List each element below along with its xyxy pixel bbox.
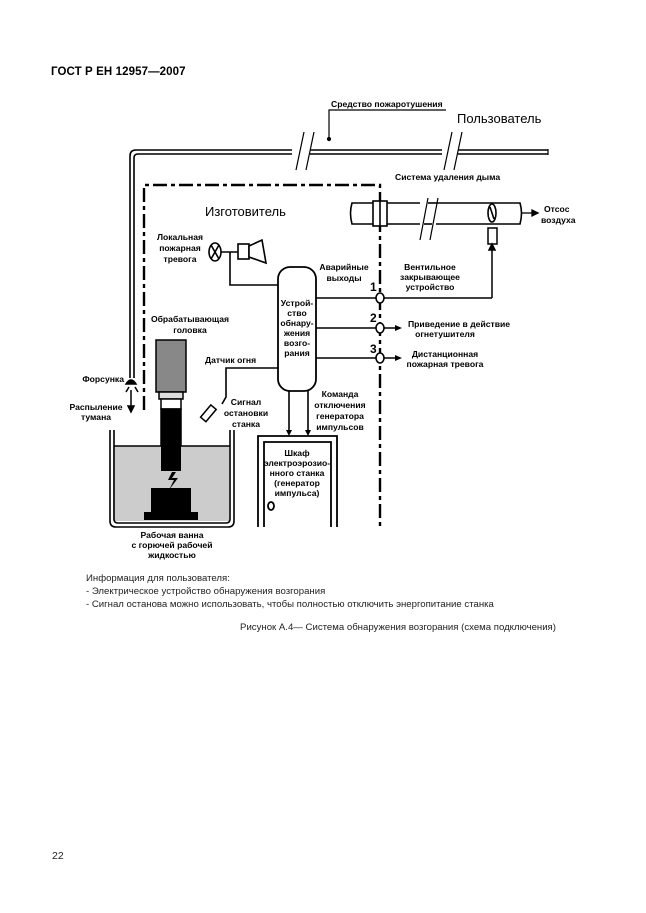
processing-head-label-2: головка xyxy=(173,325,207,335)
processing-head-label-1: Обрабатывающая xyxy=(151,314,229,324)
nozzle-icon xyxy=(124,379,139,414)
cabinet-connection-arrows xyxy=(286,430,311,436)
emergency-outputs-label-2: выходы xyxy=(326,273,361,283)
output-number-1: 1 xyxy=(370,280,377,294)
actuate-extinguisher-label-1: Приведение в действие xyxy=(408,319,510,329)
stop-signal-label-1: Сигнал xyxy=(231,397,262,407)
work-tank-label-3: жидкостью xyxy=(147,550,196,560)
detector-label-5: возго- xyxy=(284,338,310,348)
user-zone-label: Пользователь xyxy=(457,111,542,126)
edm-cabinet xyxy=(257,435,338,527)
nozzle-label: Форсунка xyxy=(82,374,124,384)
detector-label-3: обнару- xyxy=(280,318,313,328)
notes-item: - Сигнал останова можно использовать, чт… xyxy=(86,598,494,610)
extinguishing-agent-label: Средство пожаротушения xyxy=(331,99,443,109)
duct-break-marks xyxy=(419,197,439,241)
fire-sensor-icon xyxy=(199,403,218,423)
user-information-notes: Информация для пользователя: - Электриче… xyxy=(86,573,494,611)
manufacturer-zone-label: Изготовитель xyxy=(205,204,286,219)
valve-device-label-1: Вентильное xyxy=(404,262,456,272)
edm-cabinet-label-5: импульса) xyxy=(275,488,320,498)
output-number-2: 2 xyxy=(370,311,377,325)
detector-connections xyxy=(221,367,278,405)
mist-spray-label-1: Распыление xyxy=(69,402,122,412)
valve-device-label-2: закрывающее xyxy=(400,272,460,282)
detector-label-4: жения xyxy=(283,328,310,338)
stop-signal-label-3: станка xyxy=(232,419,260,429)
cabinet-connections xyxy=(288,391,309,432)
pulse-shutdown-label-3: генератора xyxy=(316,411,364,421)
pulse-shutdown-label-2: отключения xyxy=(314,400,365,410)
air-exhaust-arrow xyxy=(522,208,540,218)
local-alarm-label-3: тревога xyxy=(163,254,196,264)
remote-alarm-label-2: пожарная тревога xyxy=(407,359,484,369)
work-tank xyxy=(109,430,235,528)
edm-cabinet-label-4: (генератор xyxy=(274,478,320,488)
edm-cabinet-label-3: нного станка xyxy=(270,468,325,478)
extinguishing-pipe xyxy=(129,149,549,378)
local-alarm-icon xyxy=(208,238,278,286)
smoke-removal-label: Система удаления дыма xyxy=(395,172,500,182)
local-alarm-label-2: пожарная xyxy=(159,243,201,253)
emergency-outputs-label-1: Аварийные xyxy=(319,262,369,272)
valve-actuator xyxy=(487,227,498,298)
detector-label-6: рания xyxy=(284,348,310,358)
remote-alarm-label-1: Дистанционная xyxy=(412,349,478,359)
figure-caption: Рисунок А.4— Система обнаружения возгора… xyxy=(240,622,556,633)
output-arrows xyxy=(395,325,402,361)
pulse-shutdown-label-1: Команда xyxy=(322,389,359,399)
stop-signal-label-2: остановки xyxy=(224,408,268,418)
work-tank-label-1: Рабочая ванна xyxy=(140,530,203,540)
notes-item: - Электрическое устройство обнаружения в… xyxy=(86,585,326,597)
air-exhaust-label-2: воздуха xyxy=(541,215,576,225)
work-tank-label-2: с горючей рабочей xyxy=(131,540,212,550)
fire-detection-device xyxy=(277,266,317,392)
output-terminals xyxy=(375,292,385,364)
pipe-break-marks xyxy=(292,131,463,171)
valve-device-label-3: устройство xyxy=(406,282,455,292)
pulse-shutdown-label-4: импульсов xyxy=(316,422,364,432)
standard-header: ГОСТ Р ЕН 12957—2007 xyxy=(51,66,186,78)
detector-label-1: Устрой- xyxy=(281,298,314,308)
fire-sensor-label: Датчик огня xyxy=(205,355,256,365)
local-alarm-label-1: Локальная xyxy=(157,232,203,242)
mist-spray-label-2: тумана xyxy=(81,412,111,422)
extinguishing-agent-leader xyxy=(326,109,446,142)
output-number-3: 3 xyxy=(370,342,377,356)
detector-label-2: ство xyxy=(287,308,306,318)
actuate-extinguisher-label-2: огнетушителя xyxy=(415,329,475,339)
page-number: 22 xyxy=(52,850,64,862)
notes-title: Информация для пользователя: xyxy=(86,573,230,584)
edm-cabinet-label-2: электроэрозио- xyxy=(264,458,330,468)
air-exhaust-label-1: Отсос xyxy=(544,204,570,214)
edm-cabinet-label-1: Шкаф xyxy=(284,448,310,458)
